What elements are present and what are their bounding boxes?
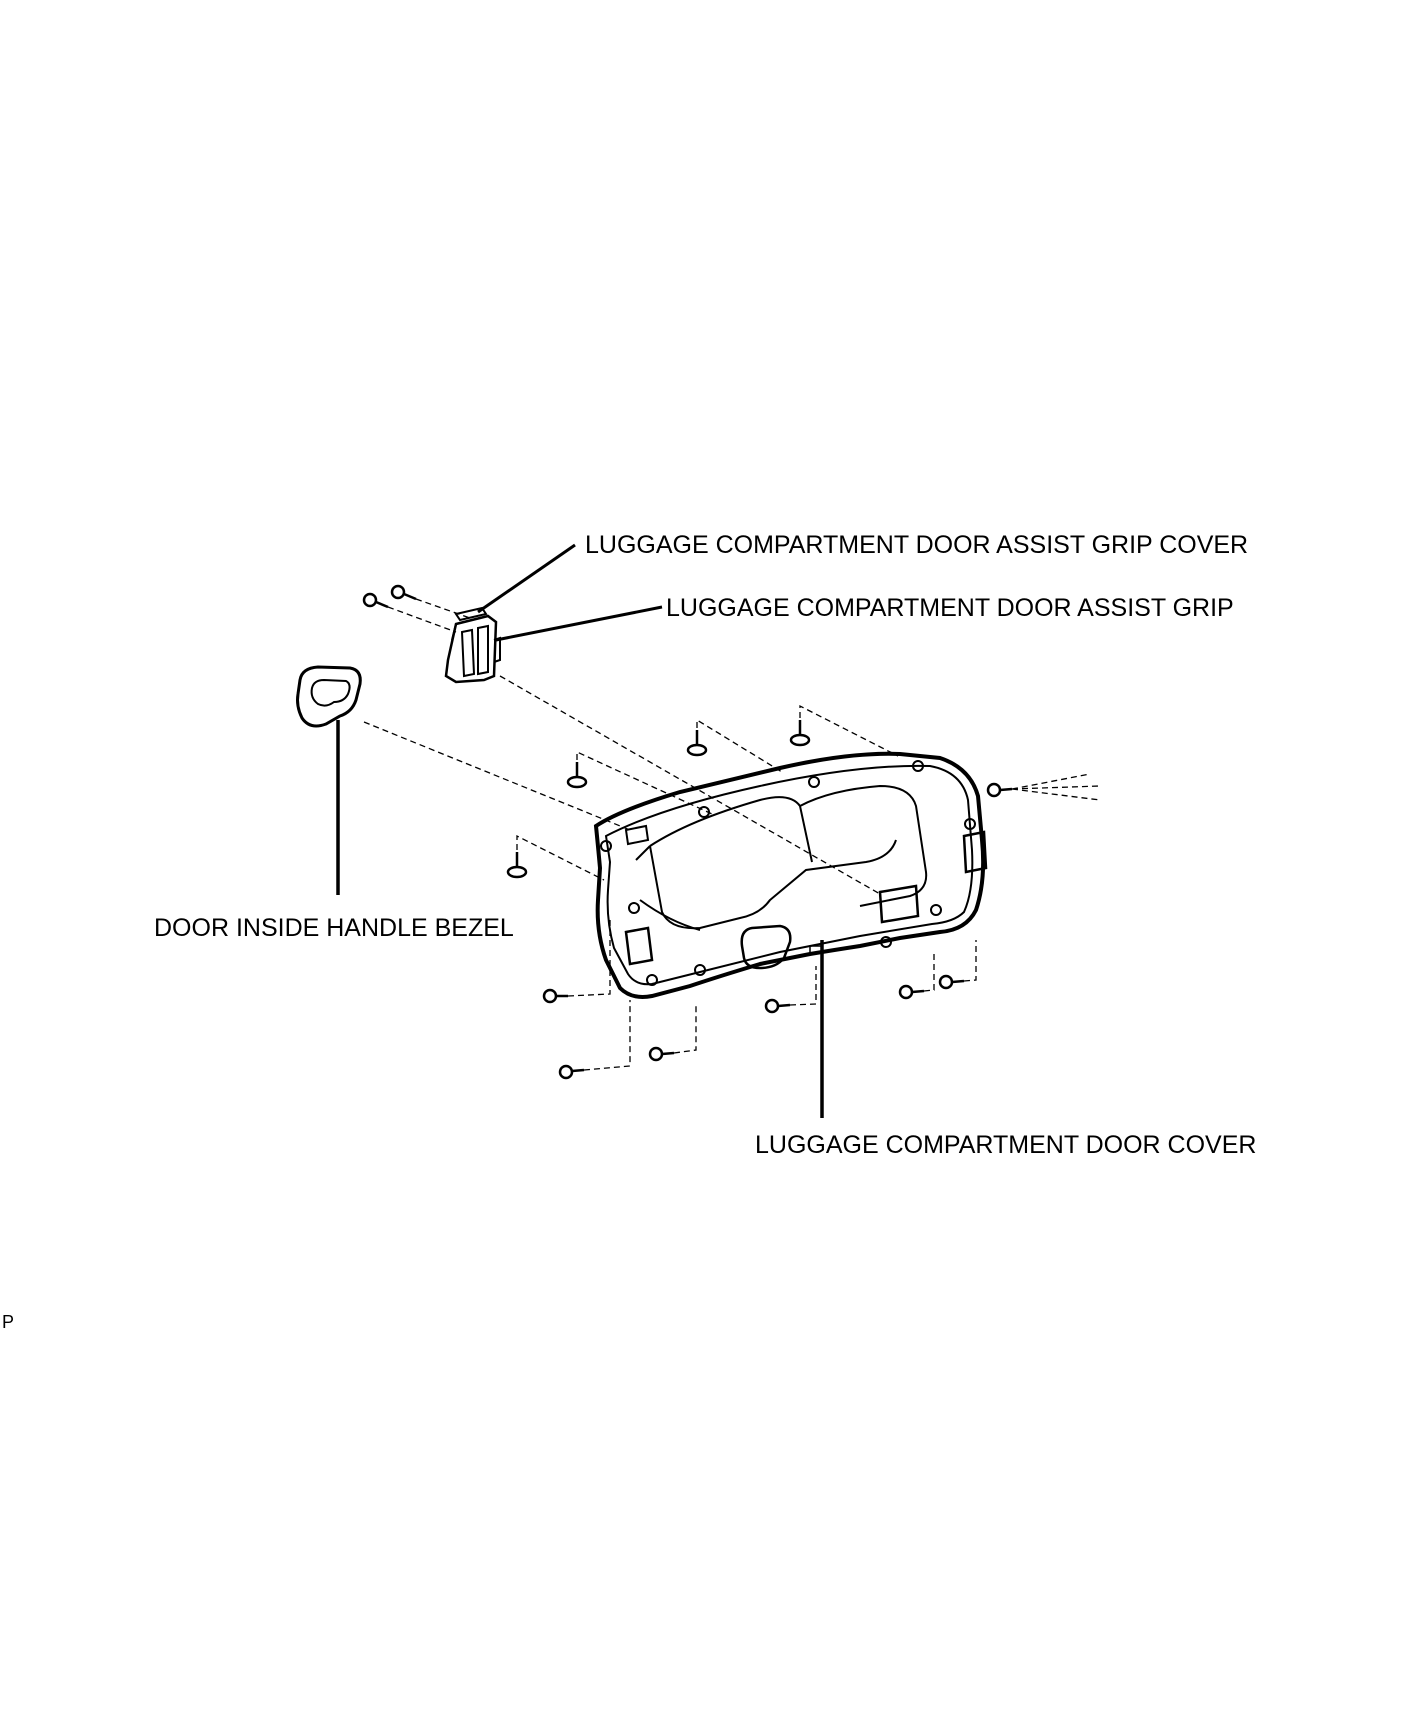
clip-left	[506, 852, 528, 879]
leader-grip-cover	[477, 543, 576, 614]
clip-upper-3	[789, 720, 811, 747]
leader-grip	[495, 605, 663, 642]
clip-upper-1	[566, 762, 588, 789]
clip-lower-4	[764, 998, 791, 1014]
clip-lower-6	[938, 974, 965, 990]
label-inside-handle-bezel: DOOR INSIDE HANDLE BEZEL	[154, 914, 514, 942]
assist-grip-part	[444, 606, 501, 684]
clip-right	[986, 782, 1013, 798]
clip-lower-5	[898, 984, 925, 1000]
inside-handle-bezel-part	[296, 665, 362, 728]
screw-top-left-1	[362, 592, 389, 609]
door-cover-panel	[593, 751, 988, 999]
label-assist-grip-cover: LUGGAGE COMPARTMENT DOOR ASSIST GRIP COV…	[585, 531, 1249, 559]
reference-mark: P	[2, 1312, 15, 1332]
leader-lines	[336, 543, 824, 1118]
assembly-lines	[363, 598, 1101, 1071]
label-assist-grip: LUGGAGE COMPARTMENT DOOR ASSIST GRIP	[666, 594, 1234, 622]
clip-lower-1	[542, 988, 568, 1004]
clip-upper-2	[686, 730, 708, 757]
assist-grip-cover-part	[454, 606, 488, 622]
screw-top-left-2	[390, 584, 417, 601]
clip-lower-2	[558, 1064, 585, 1080]
clip-lower-3	[648, 1046, 675, 1062]
fasteners	[362, 584, 1013, 1080]
label-door-cover: LUGGAGE COMPARTMENT DOOR COVER	[755, 1131, 1257, 1159]
